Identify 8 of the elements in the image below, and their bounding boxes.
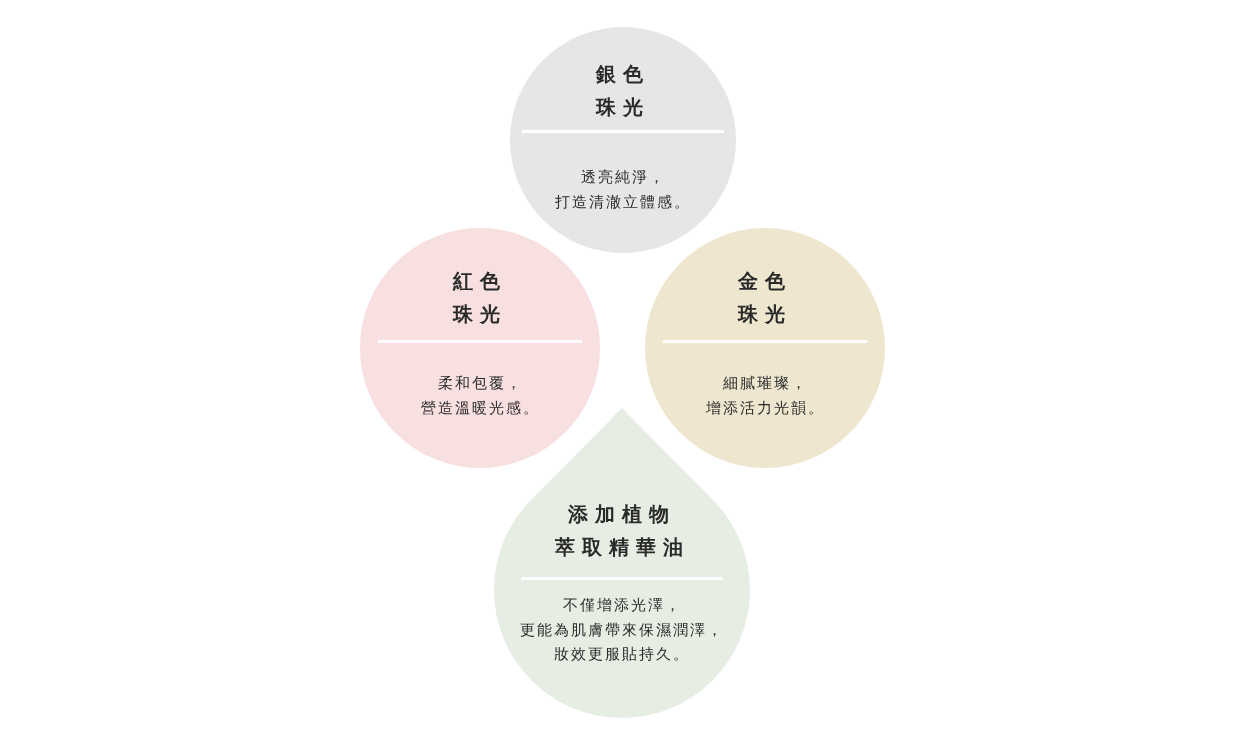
description: 柔和包覆，營造溫暖光感。 <box>419 374 541 418</box>
description: 不僅增添光澤，更能為肌膚帶來保濕潤澤，妝效更服貼持久。 <box>519 596 725 664</box>
description: 細膩璀璨，增添活力光韻。 <box>704 374 826 418</box>
description: 透亮純淨，打造清澈立體感。 <box>554 168 692 212</box>
heading: 金色珠光 <box>736 268 793 328</box>
heading: 紅色珠光 <box>451 268 508 328</box>
heading: 添加植物萃取精華油 <box>553 501 691 561</box>
heading: 銀色珠光 <box>594 61 651 121</box>
